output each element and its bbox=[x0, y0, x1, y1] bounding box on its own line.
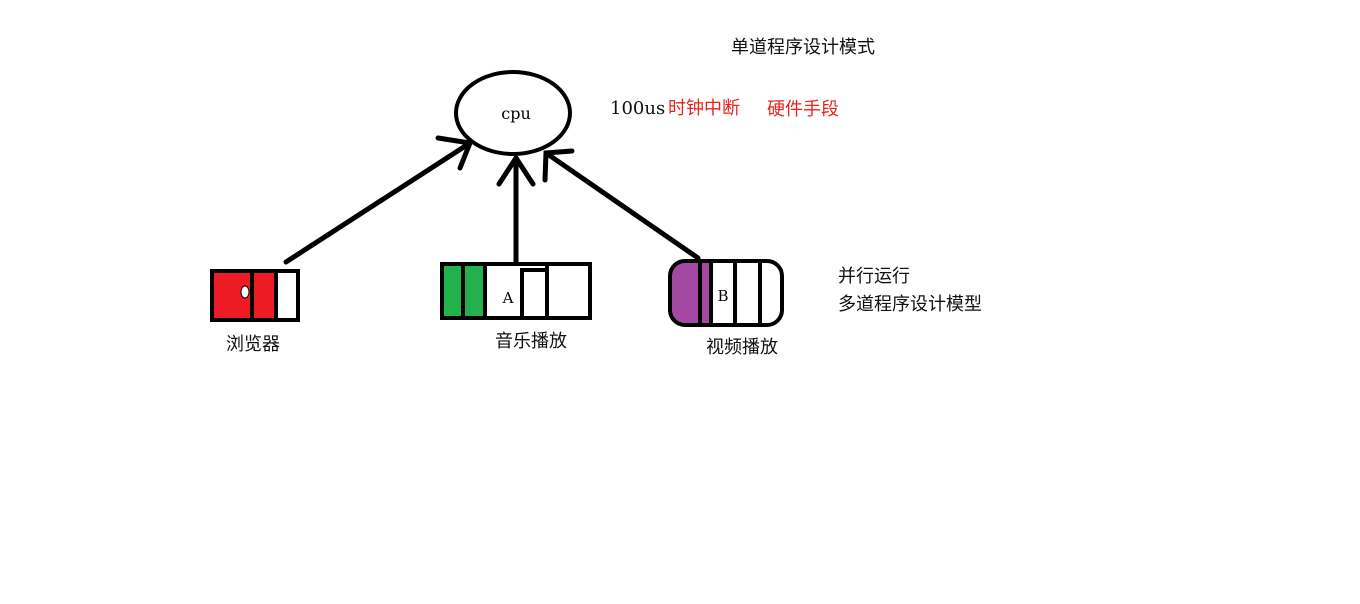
arrow-video-to-cpu bbox=[542, 148, 701, 261]
multiprogramming-model-label: 多道程序设计模型 bbox=[838, 294, 982, 315]
block-marker: B bbox=[717, 287, 728, 305]
process-block-browser bbox=[210, 269, 300, 322]
timer-interrupt-label: 时钟中断 bbox=[668, 98, 740, 119]
timer-value: 100us bbox=[610, 98, 666, 119]
diagram-title: 单道程序设计模式 bbox=[731, 37, 875, 58]
block-segment bbox=[442, 264, 462, 318]
block-outline bbox=[668, 259, 784, 327]
block-outline bbox=[440, 262, 592, 320]
parallel-run-label: 并行运行 bbox=[838, 266, 910, 287]
hardware-means-label: 硬件手段 bbox=[767, 99, 839, 120]
arrow-music-to-cpu bbox=[496, 153, 536, 265]
process-label-browser: 浏览器 bbox=[226, 334, 280, 355]
block-segment bbox=[670, 261, 700, 325]
cpu-label: cpu bbox=[501, 104, 531, 123]
block-outline bbox=[210, 269, 300, 322]
cursor-mark bbox=[240, 285, 250, 299]
process-label-video: 视频播放 bbox=[706, 337, 778, 358]
process-block-video: B bbox=[668, 259, 784, 327]
block-segment bbox=[252, 271, 276, 320]
process-label-music: 音乐播放 bbox=[495, 331, 567, 352]
process-block-music: A bbox=[440, 262, 592, 320]
block-marker: A bbox=[502, 289, 514, 307]
block-segment bbox=[700, 261, 710, 325]
block-segment bbox=[464, 264, 484, 318]
arrow-browser-to-cpu bbox=[283, 135, 474, 265]
cpu-node bbox=[454, 70, 572, 156]
